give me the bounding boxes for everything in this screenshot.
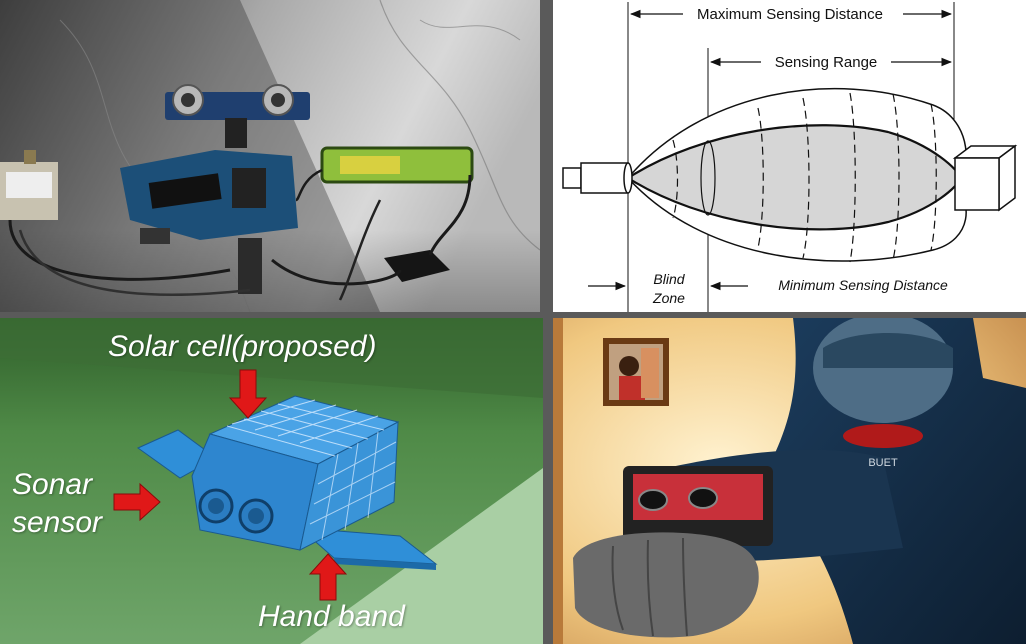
hardware-photo (0, 0, 540, 312)
shirt-text: BUET (868, 457, 898, 469)
battery-pack (320, 146, 474, 184)
arduino-board (120, 150, 298, 294)
solar-cell-label: Solar cell(proposed) (108, 330, 377, 363)
worn-device-photo: BUET (553, 318, 1026, 644)
sensing-range-diagram: Maximum Sensing Distance Sensing Range B… (553, 0, 1026, 312)
min-sensing-distance-label: Minimum Sensing Distance (778, 277, 948, 293)
sensing-range-label: Sensing Range (775, 54, 878, 71)
blind-zone-label-line2: Zone (652, 290, 685, 306)
hand-band-arrow (308, 553, 348, 601)
switch (384, 250, 450, 282)
sonar-arrow (113, 482, 161, 522)
framed-portrait (603, 338, 669, 406)
blind-zone-label-line1: Blind (653, 271, 685, 287)
ultrasonic-sensor (165, 84, 310, 148)
max-sensing-distance-label: Maximum Sensing Distance (697, 6, 883, 23)
sonar-label-line2: sensor (12, 506, 103, 539)
device-model-render: Solar cell(proposed) Sonar sensor Hand b… (0, 318, 543, 644)
hand-band-label: Hand band (258, 600, 405, 633)
sonar-label-line1: Sonar (12, 468, 93, 501)
vibration-motor (0, 150, 58, 220)
wrist-device (623, 466, 773, 546)
solar-cell-arrow (228, 369, 268, 419)
